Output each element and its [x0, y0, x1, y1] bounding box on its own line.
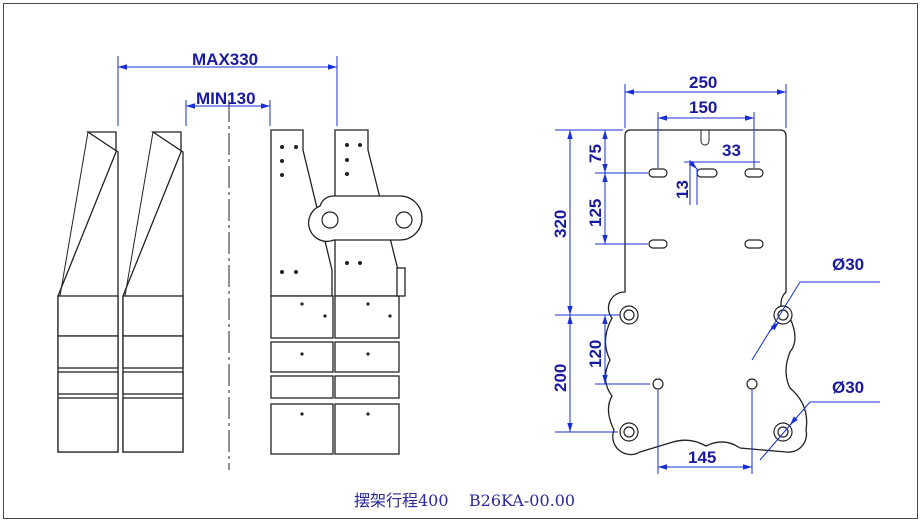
base-plate-outline [604, 129, 808, 456]
dim-max-label: MAX330 [192, 50, 258, 69]
dim-diameter-upper-label: Ø30 [832, 255, 864, 274]
dim-slot-length-label: 33 [722, 141, 741, 160]
dim-lower-hole-spacing-label: 120 [586, 340, 605, 368]
right-bracket-1 [270, 129, 334, 455]
drawing-frame [3, 3, 918, 519]
dim-min-label: MIN130 [196, 89, 256, 108]
dim-width-label: 250 [689, 73, 717, 92]
dim-upper-height-label: 320 [551, 210, 570, 238]
right-bracket-2 [334, 129, 400, 455]
dim-diameter-lower-label: Ø30 [832, 378, 864, 397]
dim-top-offset-label: 75 [586, 144, 605, 163]
dim-hole-spacing-label: 150 [689, 98, 717, 117]
left-bracket-1 [57, 131, 119, 453]
slots [648, 168, 764, 249]
dim-slot-row-spacing-label: 125 [586, 199, 605, 227]
dim-slot-width-label: 13 [673, 180, 692, 199]
drawing-caption: 摆架行程400 B26KA-00.00 [354, 491, 576, 510]
left-bracket-2 [122, 131, 184, 453]
front-view: MAX330 MIN130 [57, 50, 423, 470]
pivot-lug [308, 195, 423, 297]
plate-view: 250 150 33 13 75 125 320 120 200 [551, 73, 880, 474]
dim-bottom-hole-spacing-label: 145 [688, 448, 716, 467]
dim-lower-height-label: 200 [551, 364, 570, 392]
